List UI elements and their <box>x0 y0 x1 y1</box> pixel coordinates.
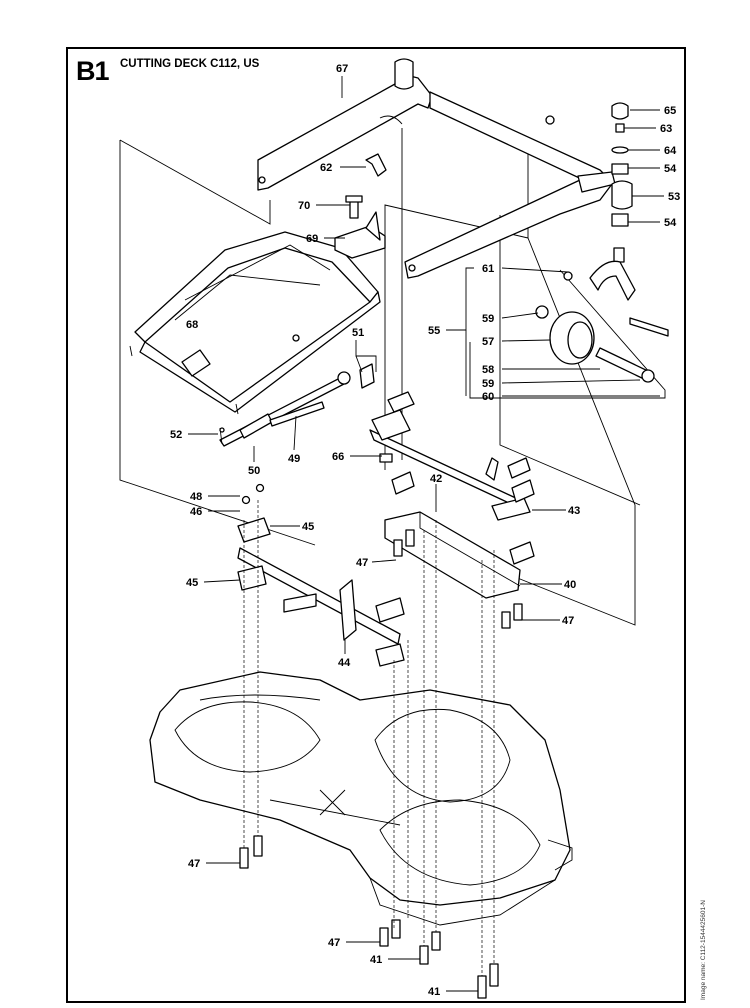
callout-68: 68 <box>186 319 198 331</box>
section-code: B1 <box>76 56 110 86</box>
callout-64: 64 <box>664 145 677 157</box>
callout-50: 50 <box>248 465 260 477</box>
callout-63: 63 <box>660 123 672 135</box>
callout-47-left: 47 <box>188 858 200 870</box>
gauge-wheel-assembly <box>535 102 669 383</box>
callout-60: 60 <box>482 391 494 403</box>
lift-rod-assembly <box>219 363 375 447</box>
callout-62: 62 <box>320 162 332 174</box>
callout-47-center: 47 <box>356 557 368 569</box>
callout-42: 42 <box>430 473 442 485</box>
callout-51: 51 <box>352 327 364 339</box>
hanger-bracket-40 <box>384 511 535 599</box>
callout-46: 46 <box>190 506 202 518</box>
callout-59-lower: 59 <box>482 378 494 390</box>
callout-45-lower: 45 <box>186 577 198 589</box>
callout-57: 57 <box>482 336 494 348</box>
callout-49: 49 <box>288 453 300 465</box>
lift-arm-upper <box>257 58 613 191</box>
callout-54-upper: 54 <box>664 163 677 175</box>
cutting-deck-housing <box>149 671 573 926</box>
callout-61: 61 <box>482 263 494 275</box>
pivot-shaft-assembly <box>369 391 535 521</box>
callout-41-lower: 41 <box>428 986 440 998</box>
callout-54-lower: 54 <box>664 217 677 229</box>
bracket-69 <box>334 195 386 259</box>
callout-55: 55 <box>428 325 440 337</box>
callout-47-right: 47 <box>562 615 574 627</box>
callout-47-bottom: 47 <box>328 937 340 949</box>
callout-59-upper: 59 <box>482 313 494 325</box>
lift-arm-lower <box>404 115 616 279</box>
callout-70: 70 <box>298 200 310 212</box>
callout-44: 44 <box>338 657 351 669</box>
callout-43: 43 <box>568 505 580 517</box>
callout-67: 67 <box>336 63 348 75</box>
rear-axle-44 <box>237 483 405 667</box>
callout-leaders <box>188 76 664 992</box>
callout-labels: 67 65 63 64 54 53 54 62 70 69 61 59 55 5… <box>170 63 680 998</box>
callout-41-upper: 41 <box>370 954 382 966</box>
diagram-frame <box>66 47 686 1003</box>
bracket-62 <box>365 153 387 177</box>
callout-58: 58 <box>482 364 494 376</box>
callout-66: 66 <box>332 451 344 463</box>
explosion-guide-lines <box>119 128 666 626</box>
callout-52: 52 <box>170 429 182 441</box>
front-bracket-68 <box>129 231 381 415</box>
callout-65: 65 <box>664 105 676 117</box>
callout-40: 40 <box>564 579 576 591</box>
callout-69: 69 <box>306 233 318 245</box>
callout-53: 53 <box>668 191 680 203</box>
mounting-guide-lines <box>243 500 495 976</box>
page-title: CUTTING DECK C112, US <box>120 58 260 70</box>
callout-48: 48 <box>190 491 202 503</box>
callout-45-upper: 45 <box>302 521 314 533</box>
